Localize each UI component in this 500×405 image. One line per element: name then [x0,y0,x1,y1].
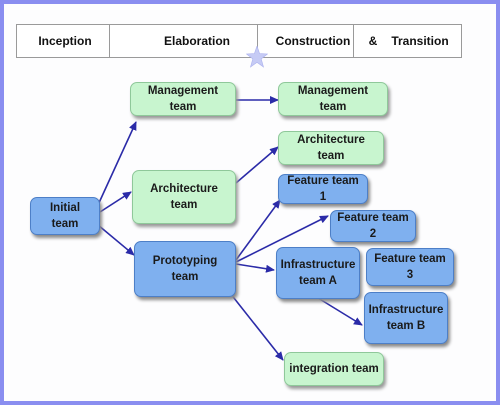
node-prototyping-team: Prototyping team [134,241,236,297]
phase-divider [353,25,354,57]
node-feature-team-2: Feature team 2 [330,210,416,242]
node-feature-team-3: Feature team 3 [366,248,454,286]
phase-divider [257,25,258,57]
node-integration-team: integration team [284,352,384,386]
node-infrastructure-team-b: Infrastructure team B [364,292,448,344]
arrow-initial-to-prototyping [97,224,135,256]
phase-ampersand: & [368,34,378,48]
phase-divider [109,25,110,57]
arrow-architecture-to-architecture [235,146,279,184]
arrow-initial-to-management [97,121,137,206]
arrow-initial-to-architecture [99,191,132,213]
node-management-team-2: Management team [278,82,388,116]
arrow-prototyping-to-infrastructure-a [235,263,275,273]
node-architecture-team: Architecture team [132,170,236,224]
arrow-infrastructure-a-to-b [317,297,363,326]
arrow-prototyping-to-feature1 [235,199,281,261]
node-feature-team-1: Feature team 1 [278,174,368,204]
node-initial-team: Initial team [30,197,100,235]
node-architecture-team-2: Architecture team [278,131,384,165]
node-infrastructure-team-a: Infrastructure team A [276,247,360,299]
phase-transition: Transition [391,34,449,48]
arrow-prototyping-to-feature2 [235,215,329,263]
node-management-team: Management team [130,82,236,116]
phase-inception: Inception [38,34,92,48]
phase-construction: Construction [275,34,351,48]
phase-timeline-bar: Inception Elaboration Construction & Tra… [16,24,462,58]
arrow-prototyping-to-integration [229,292,284,361]
star-icon [246,46,268,68]
phase-elaboration: Elaboration [163,34,230,48]
